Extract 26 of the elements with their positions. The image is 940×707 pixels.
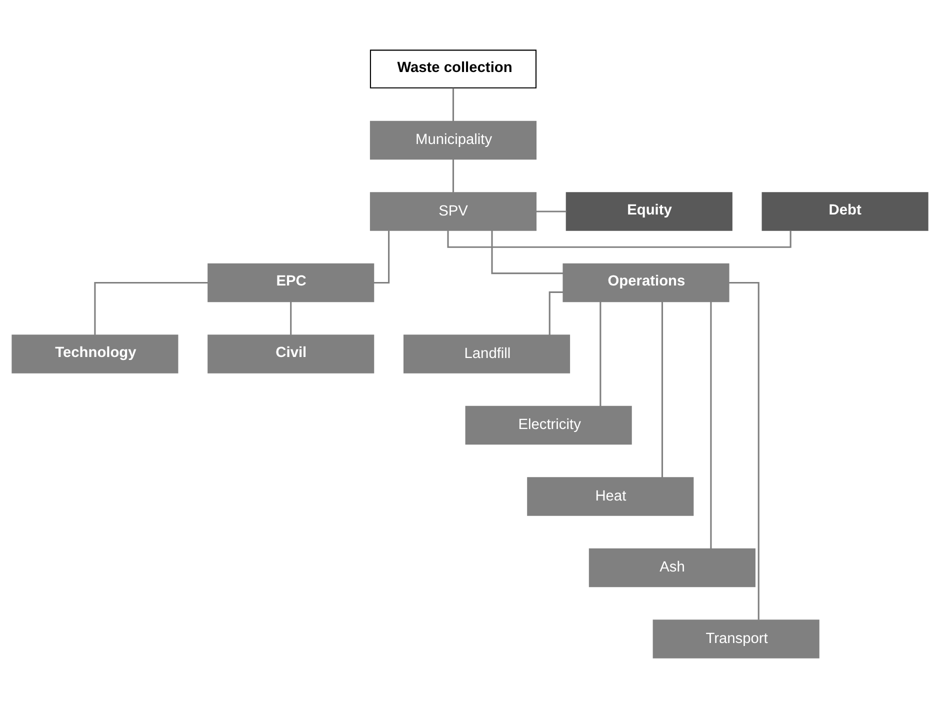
node-box: Technology — [12, 334, 178, 373]
connector — [94, 281, 208, 334]
node-box: EPC — [208, 262, 374, 302]
node-box: Operations — [562, 262, 730, 302]
connector — [710, 301, 712, 548]
connector — [290, 301, 292, 334]
connector — [729, 281, 760, 620]
node-box: Electricity — [465, 405, 632, 444]
connector — [452, 88, 454, 121]
node-box: SPV — [370, 192, 537, 230]
node-box: Civil — [208, 334, 374, 373]
node-box: Landfill — [403, 334, 570, 373]
connector — [661, 301, 664, 478]
node-box: Transport — [652, 619, 820, 658]
node-box: Debt — [762, 192, 928, 230]
connector — [600, 301, 602, 406]
connector — [548, 290, 564, 335]
connector — [452, 158, 454, 192]
node-box: Municipality — [370, 120, 537, 160]
connector — [536, 210, 566, 212]
connector — [491, 230, 564, 274]
node-box: Heat — [527, 476, 694, 516]
node-box: Equity — [566, 192, 732, 230]
node-box: Ash — [588, 548, 756, 587]
node-box: Waste collection — [370, 49, 537, 88]
connector — [447, 230, 792, 248]
